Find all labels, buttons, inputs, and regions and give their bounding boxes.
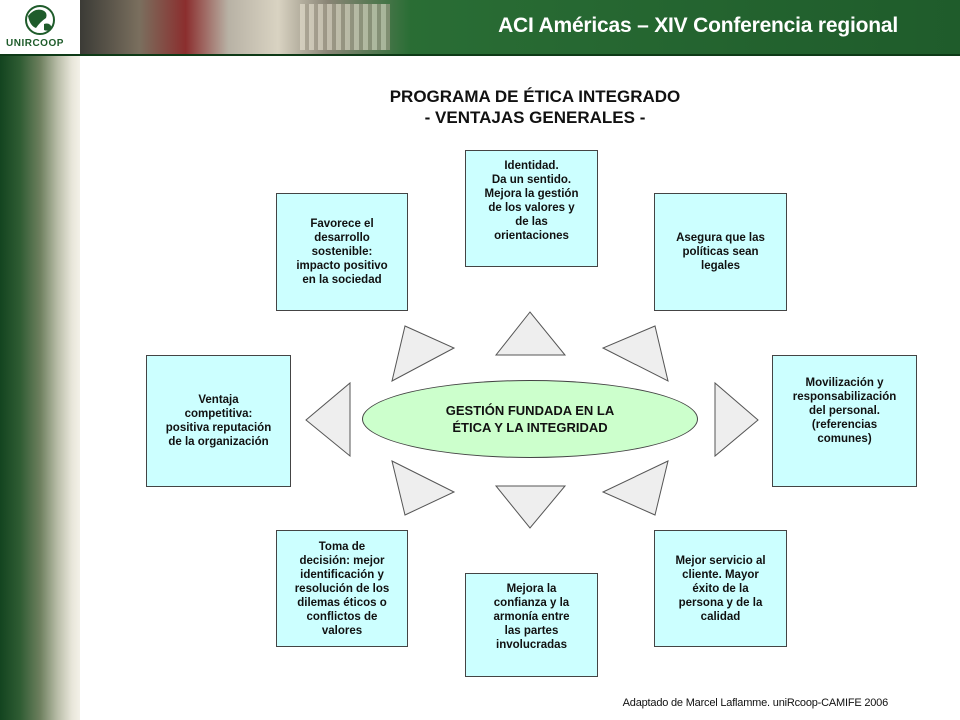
arrow-up-right [601, 325, 669, 382]
arrow-down-right [601, 460, 669, 516]
left-decorative-bar [0, 56, 80, 720]
building-photo [300, 4, 390, 50]
page-title-line1: PROGRAMA DE ÉTICA INTEGRADO [389, 87, 681, 106]
header-title: ACI Américas – XIV Conferencia regional [498, 14, 898, 37]
unircoop-logo [25, 5, 55, 35]
header-photo [80, 0, 410, 54]
benefit-staff-mobilization: Movilización y responsabilización del pe… [772, 355, 917, 487]
logo-wordmark: UNIRCOOP [6, 38, 64, 49]
benefit-identity: Identidad. Da un sentido. Mejora la gest… [465, 150, 598, 267]
benefit-sustainable-development: Favorece el desarrollo sostenible: impac… [276, 193, 408, 311]
arrow-down-left [391, 460, 456, 516]
arrow-up [494, 311, 567, 356]
arrow-right [714, 381, 759, 458]
center-ellipse: GESTIÓN FUNDADA EN LA ÉTICA Y LA INTEGRI… [362, 380, 698, 458]
logo-area: UNIRCOOP [0, 0, 80, 54]
page-title-line2: - VENTAJAS GENERALES - [424, 108, 646, 127]
benefit-trust-harmony: Mejora la confianza y la armonía entre l… [465, 573, 598, 677]
benefit-customer-service: Mejor servicio al cliente. Mayor éxito d… [654, 530, 787, 647]
source-credit: Adaptado de Marcel Laflamme. uniRcoop-CA… [622, 697, 889, 709]
header-bar: UNIRCOOP ACI Américas – XIV Conferencia … [0, 0, 960, 56]
benefit-competitive-advantage: Ventaja competitiva: positiva reputación… [146, 355, 291, 487]
benefit-decision-making: Toma de decisión: mejor identificación y… [276, 530, 408, 647]
arrow-up-left [391, 325, 456, 382]
page-title: PROGRAMA DE ÉTICA INTEGRADO - VENTAJAS G… [300, 86, 770, 128]
arrow-left [305, 381, 351, 458]
arrow-down [494, 485, 567, 529]
benefit-legal-policies: Asegura que las políticas sean legales [654, 193, 787, 311]
